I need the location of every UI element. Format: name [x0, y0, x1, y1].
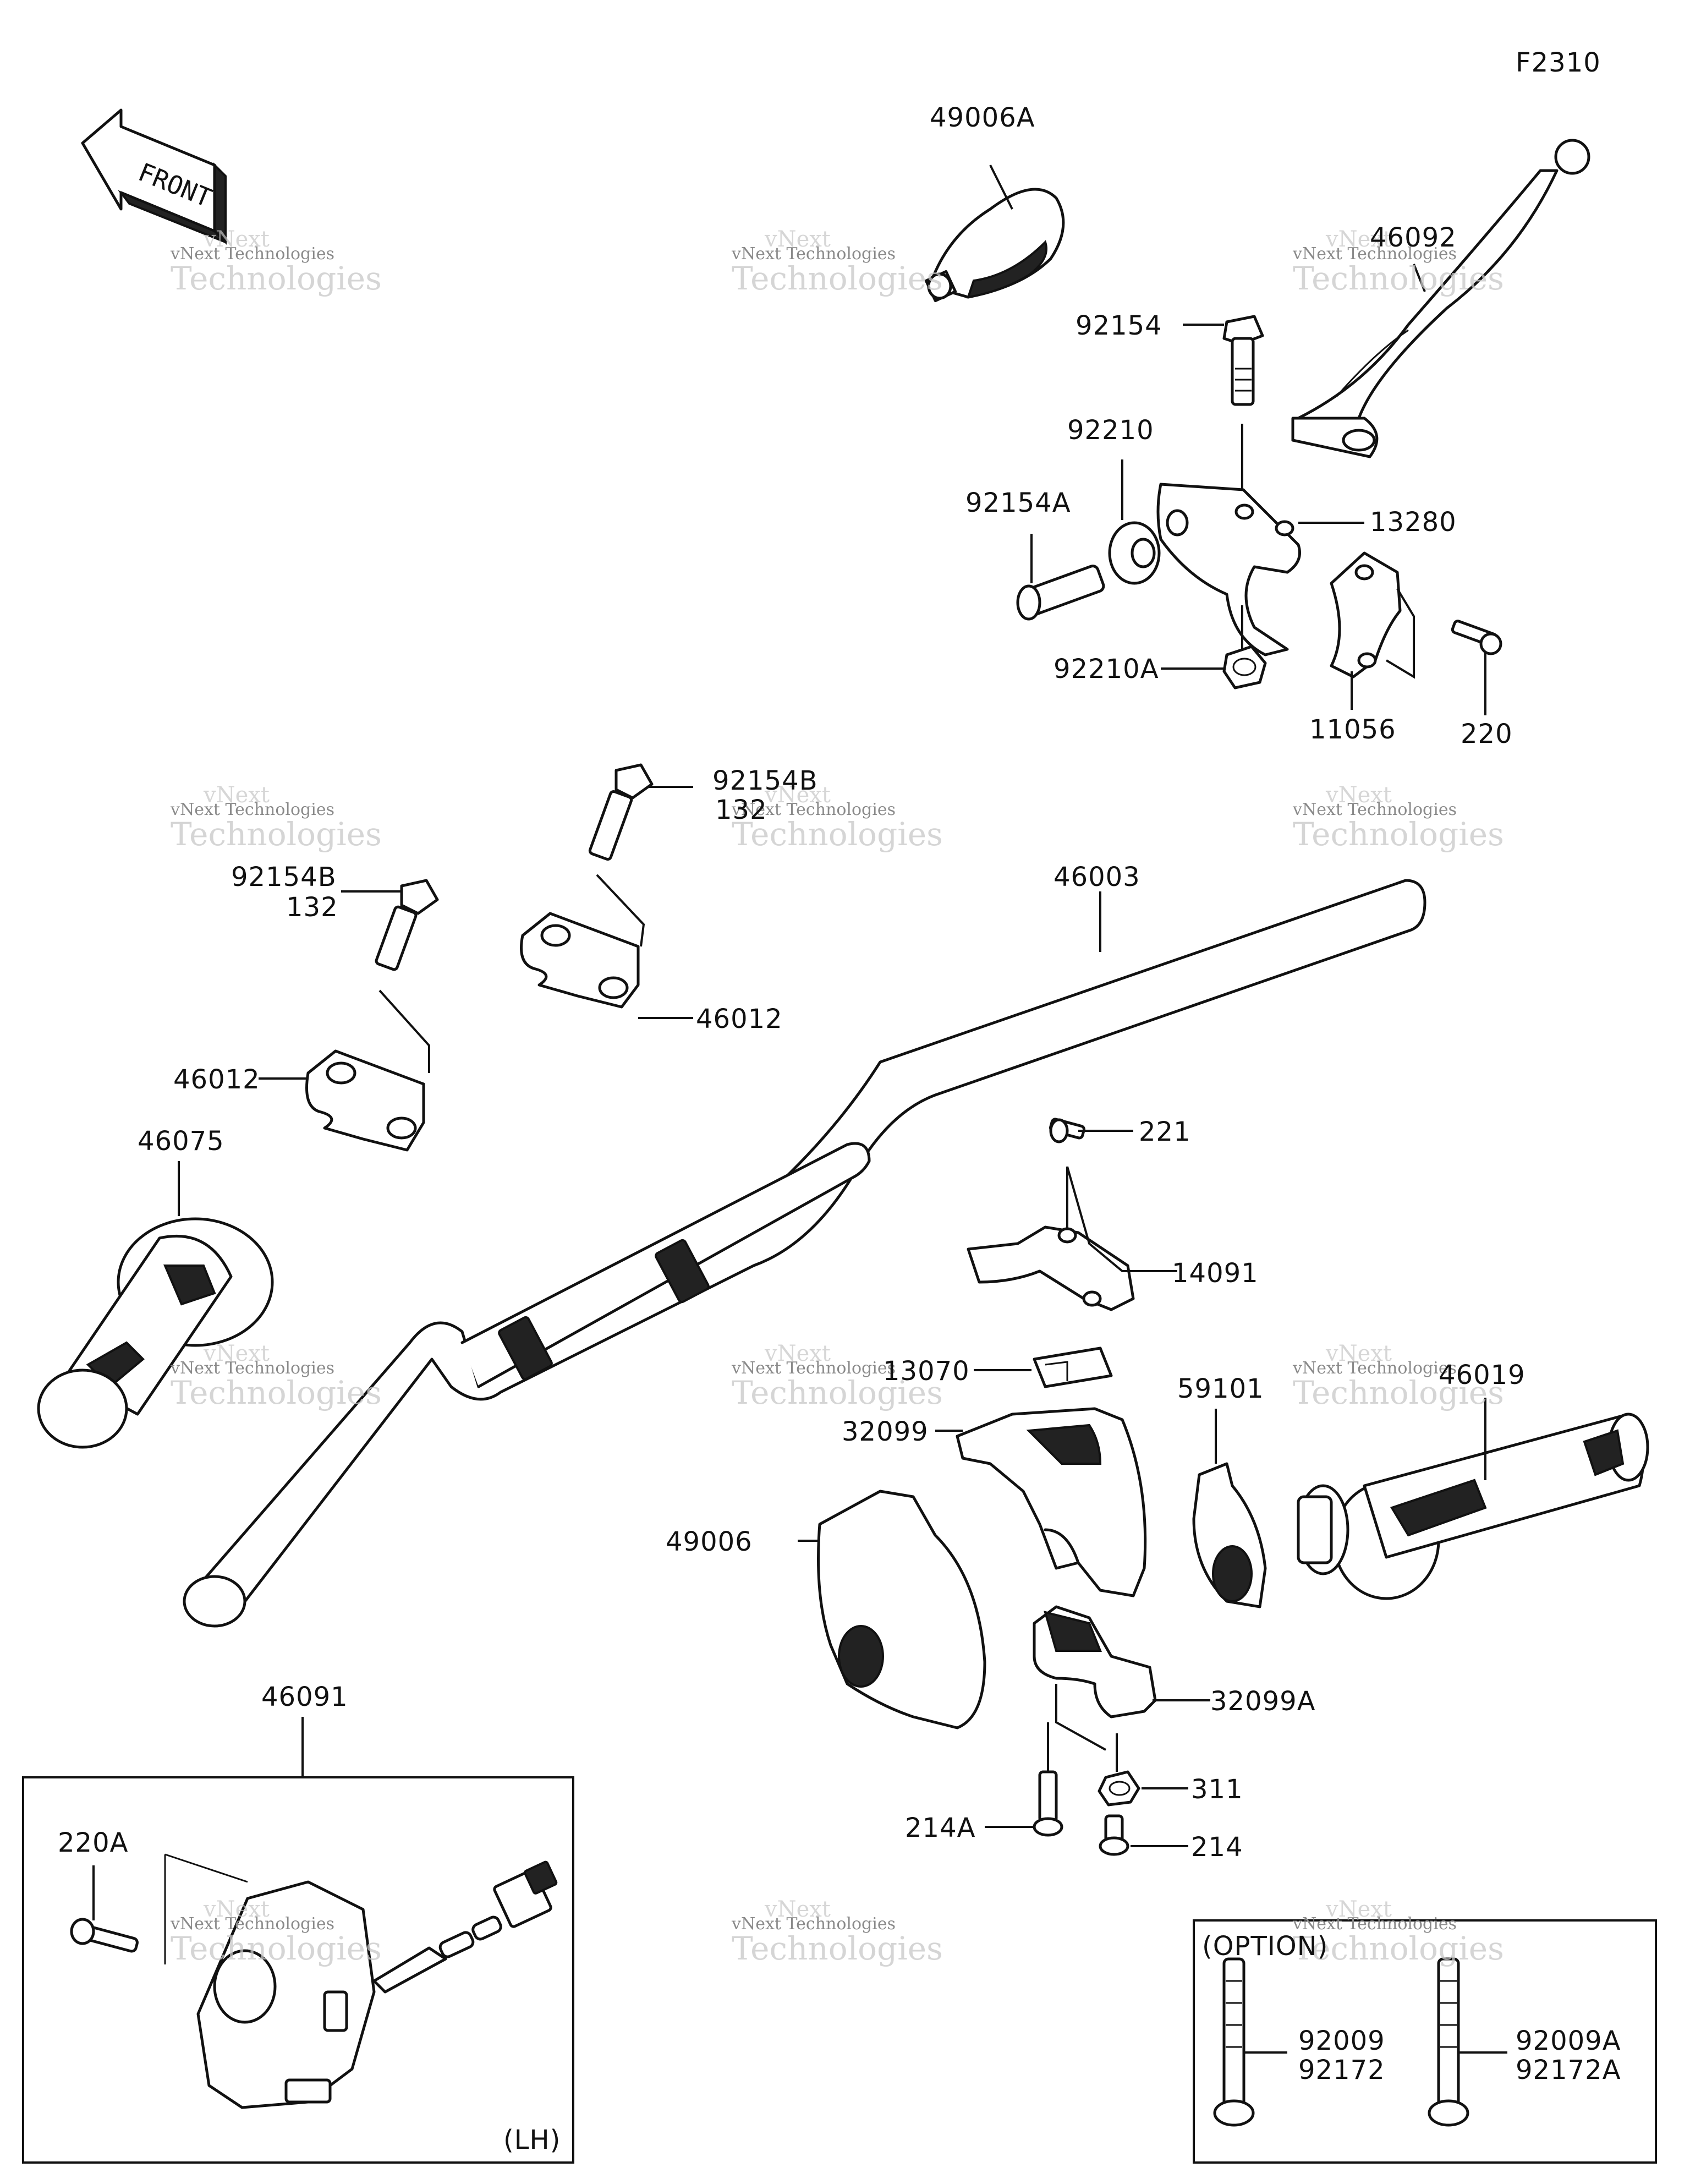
- part-label-59101: 59101: [1177, 1373, 1264, 1404]
- part-214-screw: [1099, 1814, 1188, 1856]
- part-label-49006A: 49006A: [930, 102, 1035, 133]
- part-46012-right-clamp: [520, 763, 693, 1019]
- part-311-nut: [1098, 1733, 1188, 1807]
- part-label-11056: 11056: [1309, 714, 1396, 745]
- part-label-13070: 13070: [883, 1356, 970, 1387]
- part-92154-bolt: [1183, 315, 1264, 517]
- part-13280-clamp: [1156, 483, 1364, 656]
- part-label-14091: 14091: [1172, 1258, 1259, 1289]
- part-46092-lever: [1291, 139, 1590, 458]
- figure-code: F2310: [1516, 47, 1601, 78]
- part-46019-grip: [1297, 1398, 1649, 1600]
- part-label-92172: 92172: [1298, 2055, 1385, 2086]
- part-220-screw: [1451, 620, 1502, 715]
- part-label-92210A: 92210A: [1053, 654, 1159, 685]
- part-46012-left-clamp: [259, 879, 439, 1152]
- part-label-46091: 46091: [261, 1682, 348, 1712]
- part-label-32099A: 32099A: [1210, 1686, 1316, 1717]
- part-label-46019: 46019: [1439, 1360, 1526, 1391]
- part-46075-grip: [37, 1161, 274, 1449]
- part-label-92172A: 92172A: [1516, 2055, 1621, 2086]
- part-221-screw: [1049, 1118, 1133, 1238]
- option-title: (OPTION): [1202, 1931, 1329, 1962]
- part-label-32099: 32099: [842, 1416, 929, 1447]
- part-92210A-nut: [1161, 605, 1267, 689]
- part-label-92009: 92009: [1298, 2026, 1385, 2056]
- front-arrow-icon: FRONT: [81, 108, 227, 245]
- part-label-132-top: 132: [715, 795, 767, 825]
- part-label-13280: 13280: [1370, 507, 1457, 538]
- option-box: [1193, 1919, 1657, 2164]
- lh-label: (LH): [503, 2125, 561, 2155]
- part-49006A: [924, 165, 1065, 303]
- part-label-49006: 49006: [666, 1526, 753, 1557]
- part-label-220: 220: [1461, 719, 1513, 749]
- part-32099-housing: [935, 1407, 1147, 1597]
- part-label-92154B-top: 92154B: [712, 765, 818, 796]
- part-label-46012-right: 46012: [696, 1004, 783, 1034]
- part-92210-washer: [1108, 459, 1161, 585]
- part-label-92009A: 92009A: [1516, 2026, 1621, 2056]
- part-214A-screw: [985, 1722, 1063, 1837]
- part-label-92154A: 92154A: [965, 488, 1071, 518]
- part-11056-clamp: [1330, 551, 1415, 710]
- part-14091-guide: [967, 1166, 1177, 1311]
- part-32099A-housing: [1033, 1605, 1210, 1751]
- part-49006-cover: [798, 1490, 986, 1729]
- part-label-92154B-left: 92154B: [231, 862, 337, 893]
- part-46003-handlebar: [183, 879, 1426, 1628]
- part-label-92154: 92154: [1076, 310, 1162, 341]
- part-label-92210: 92210: [1067, 415, 1154, 446]
- part-label-132-left: 132: [286, 892, 338, 923]
- part-59101-pulley: [1192, 1409, 1267, 1608]
- part-13070-collar: [974, 1346, 1113, 1388]
- part-label-46003: 46003: [1053, 862, 1140, 893]
- part-label-221: 221: [1139, 1116, 1191, 1147]
- part-46091-switch-box: [22, 1717, 574, 2164]
- part-label-46075: 46075: [138, 1126, 224, 1157]
- part-label-311: 311: [1191, 1774, 1243, 1805]
- part-label-220A: 220A: [58, 1827, 129, 1858]
- part-label-46092: 46092: [1370, 222, 1457, 253]
- part-label-214: 214: [1191, 1832, 1243, 1863]
- part-label-214A: 214A: [905, 1813, 976, 1843]
- part-label-46012-left: 46012: [173, 1064, 260, 1095]
- part-92154A-bolt: [1016, 534, 1105, 621]
